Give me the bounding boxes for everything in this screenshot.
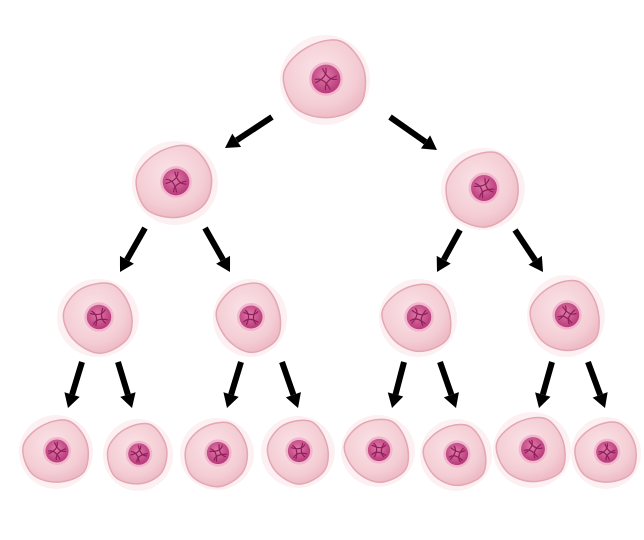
cell-gen4-7 xyxy=(493,412,571,488)
division-arrow-4 xyxy=(205,228,230,272)
arrow-head xyxy=(535,392,550,408)
arrow-shaft xyxy=(543,362,552,395)
arrow-shaft xyxy=(118,362,128,395)
arrow-shaft xyxy=(515,230,535,260)
cell-gen4-1 xyxy=(19,415,93,489)
cell-gen2-1 xyxy=(132,141,218,225)
cell-gen4-2 xyxy=(103,419,173,491)
division-arrow-10 xyxy=(282,362,301,408)
nucleus xyxy=(446,443,468,465)
arrow-shaft xyxy=(390,117,426,142)
cell-gen2-2 xyxy=(441,148,525,230)
cell-gen3-2 xyxy=(213,279,287,357)
division-arrow-8 xyxy=(118,362,136,408)
arrow-head xyxy=(120,392,135,408)
arrow-shaft xyxy=(231,362,241,395)
nucleus xyxy=(407,305,431,329)
cell-gen3-3 xyxy=(379,279,457,357)
division-arrow-12 xyxy=(440,362,459,408)
nucleus xyxy=(239,305,262,328)
cell-gen4-8 xyxy=(571,417,641,489)
division-arrow-1 xyxy=(225,117,272,148)
arrow-shaft xyxy=(444,230,460,260)
division-arrow-9 xyxy=(223,362,241,408)
cell-gen4-4 xyxy=(261,416,335,488)
cell-gen3-4 xyxy=(527,275,605,357)
arrow-shaft xyxy=(440,362,451,395)
cell-gen4-5 xyxy=(341,415,415,487)
division-arrow-6 xyxy=(515,230,543,272)
arrow-shaft xyxy=(127,228,145,260)
division-arrow-14 xyxy=(588,362,608,408)
arrow-head xyxy=(223,392,238,408)
cell-gen1-1 xyxy=(280,35,370,125)
arrow-shaft xyxy=(282,362,293,395)
nucleus xyxy=(555,303,579,327)
division-arrow-7 xyxy=(64,362,82,408)
nucleus xyxy=(368,439,390,461)
cell-gen4-3 xyxy=(180,418,254,490)
cells-layer xyxy=(19,35,641,491)
division-arrow-5 xyxy=(437,230,460,272)
division-arrow-13 xyxy=(535,362,552,408)
nucleus xyxy=(87,305,111,329)
division-arrow-3 xyxy=(120,228,145,272)
arrow-shaft xyxy=(396,362,404,394)
arrow-head xyxy=(388,392,403,408)
arrow-shaft xyxy=(205,228,223,260)
arrow-head xyxy=(64,392,79,408)
arrow-shaft xyxy=(72,362,82,395)
cell-gen4-6 xyxy=(420,419,492,491)
division-arrow-11 xyxy=(388,362,404,408)
nucleus xyxy=(521,437,545,461)
arrow-shaft xyxy=(588,362,600,395)
cell-gen3-1 xyxy=(57,279,139,357)
nucleus xyxy=(207,442,229,464)
nucleus xyxy=(288,440,310,462)
nucleus xyxy=(471,175,497,201)
division-arrow-2 xyxy=(390,117,437,150)
arrow-shaft xyxy=(237,117,272,140)
